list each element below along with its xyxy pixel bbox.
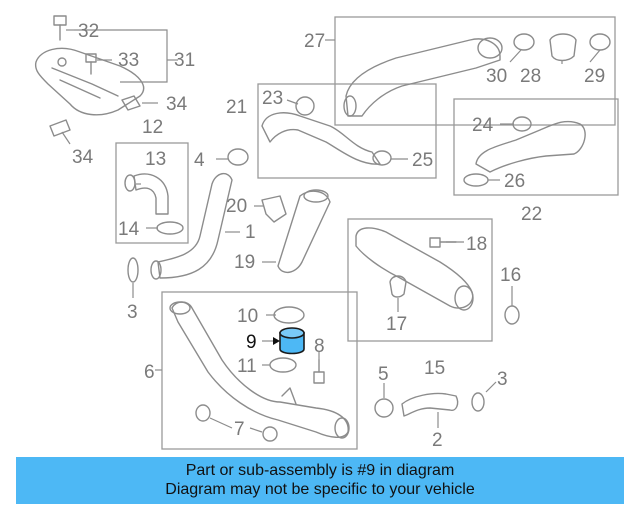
part-clamp-25 xyxy=(372,150,392,166)
part-bolt-33 xyxy=(85,53,97,75)
callout-22: 22 xyxy=(521,204,542,225)
callout-23: 23 xyxy=(262,88,283,109)
callout-29: 29 xyxy=(584,66,605,87)
banner-line-disclaimer: Diagram may not be specific to your vehi… xyxy=(165,481,475,498)
part-bracket-20 xyxy=(261,195,287,223)
info-banner: Part or sub-assembly is #9 in diagram Di… xyxy=(16,457,624,504)
group-box-12 xyxy=(115,142,189,244)
callout-33: 33 xyxy=(118,50,139,71)
callout-18: 18 xyxy=(466,234,487,255)
part-hose-21 xyxy=(261,112,381,165)
part-hose-2 xyxy=(401,392,459,417)
callout-30: 30 xyxy=(486,66,507,87)
group-box-6 xyxy=(161,291,358,450)
callout-15: 15 xyxy=(424,358,445,379)
callout-32: 32 xyxy=(78,21,99,42)
banner-line-part: Part or sub-assembly is #9 in diagram xyxy=(185,462,455,479)
parts-diagram: 32 33 31 34 12 34 13 14 4 1 3 20 19 21 2… xyxy=(34,15,619,451)
part-clamp-10 xyxy=(273,306,305,324)
callout-3-right: 3 xyxy=(497,369,508,390)
part-clamp-5 xyxy=(374,398,394,418)
part-oring-3b xyxy=(471,392,485,412)
group-box-21 xyxy=(257,83,437,179)
part-sleeve-9-highlighted xyxy=(279,327,305,355)
callout-25: 25 xyxy=(412,150,433,171)
part-clamp-30 xyxy=(513,33,535,51)
callout-14: 14 xyxy=(118,219,140,240)
part-clamp-29 xyxy=(589,33,611,51)
part-grommet-17 xyxy=(389,275,407,298)
part-clamp-23 xyxy=(295,96,315,116)
callout-4: 4 xyxy=(194,150,205,171)
callout-5: 5 xyxy=(378,364,389,385)
callout-21: 21 xyxy=(226,97,247,118)
callout-1: 1 xyxy=(245,222,256,243)
callout-2: 2 xyxy=(432,430,443,451)
part-hose-13 xyxy=(133,173,169,215)
part-oring-3a xyxy=(127,257,139,283)
callout-24: 24 xyxy=(472,115,494,136)
part-pipe-19 xyxy=(277,190,331,273)
bracket-31 xyxy=(74,29,168,83)
part-hose-1 xyxy=(157,173,233,279)
callout-12: 12 xyxy=(142,117,163,138)
part-clip-34b xyxy=(49,119,71,137)
callout-31: 31 xyxy=(174,50,195,71)
callout-19: 19 xyxy=(234,252,255,273)
part-clamp-26 xyxy=(463,173,489,187)
callout-17: 17 xyxy=(386,314,407,335)
callout-16: 16 xyxy=(500,265,521,286)
callout-3-left: 3 xyxy=(127,302,138,323)
part-clamp-4 xyxy=(227,148,249,166)
callout-26: 26 xyxy=(504,171,525,192)
group-box-22 xyxy=(453,98,619,196)
part-clamp-11 xyxy=(269,357,297,373)
callout-6: 6 xyxy=(144,362,155,383)
part-clip-34a xyxy=(121,95,141,111)
callout-9-highlighted: 9 xyxy=(246,332,257,353)
part-pipe-6 xyxy=(171,301,349,438)
callout-27: 27 xyxy=(304,31,325,52)
part-sleeve-28 xyxy=(549,33,577,62)
group-box-15 xyxy=(347,218,493,342)
part-grommet-7b xyxy=(262,426,278,442)
callout-7: 7 xyxy=(234,419,245,440)
part-grommet-7a xyxy=(195,404,211,422)
callout-20: 20 xyxy=(226,196,247,217)
callout-11: 11 xyxy=(237,356,257,377)
part-oring-16 xyxy=(504,305,520,325)
part-clamp-24 xyxy=(512,116,532,132)
callout-10: 10 xyxy=(237,306,258,327)
callout-28: 28 xyxy=(520,66,541,87)
group-box-27 xyxy=(334,16,616,126)
part-pipe-27 xyxy=(345,38,501,117)
part-bracket-31 xyxy=(34,47,145,116)
callout-13: 13 xyxy=(145,149,166,170)
part-bolt-32 xyxy=(53,15,67,41)
part-bolt-8 xyxy=(313,359,325,384)
part-clamp-14 xyxy=(156,221,184,235)
callout-34-lower: 34 xyxy=(72,147,94,168)
callout-8: 8 xyxy=(314,336,325,357)
part-hose-22 xyxy=(475,120,586,173)
callout-34-upper: 34 xyxy=(166,94,188,115)
